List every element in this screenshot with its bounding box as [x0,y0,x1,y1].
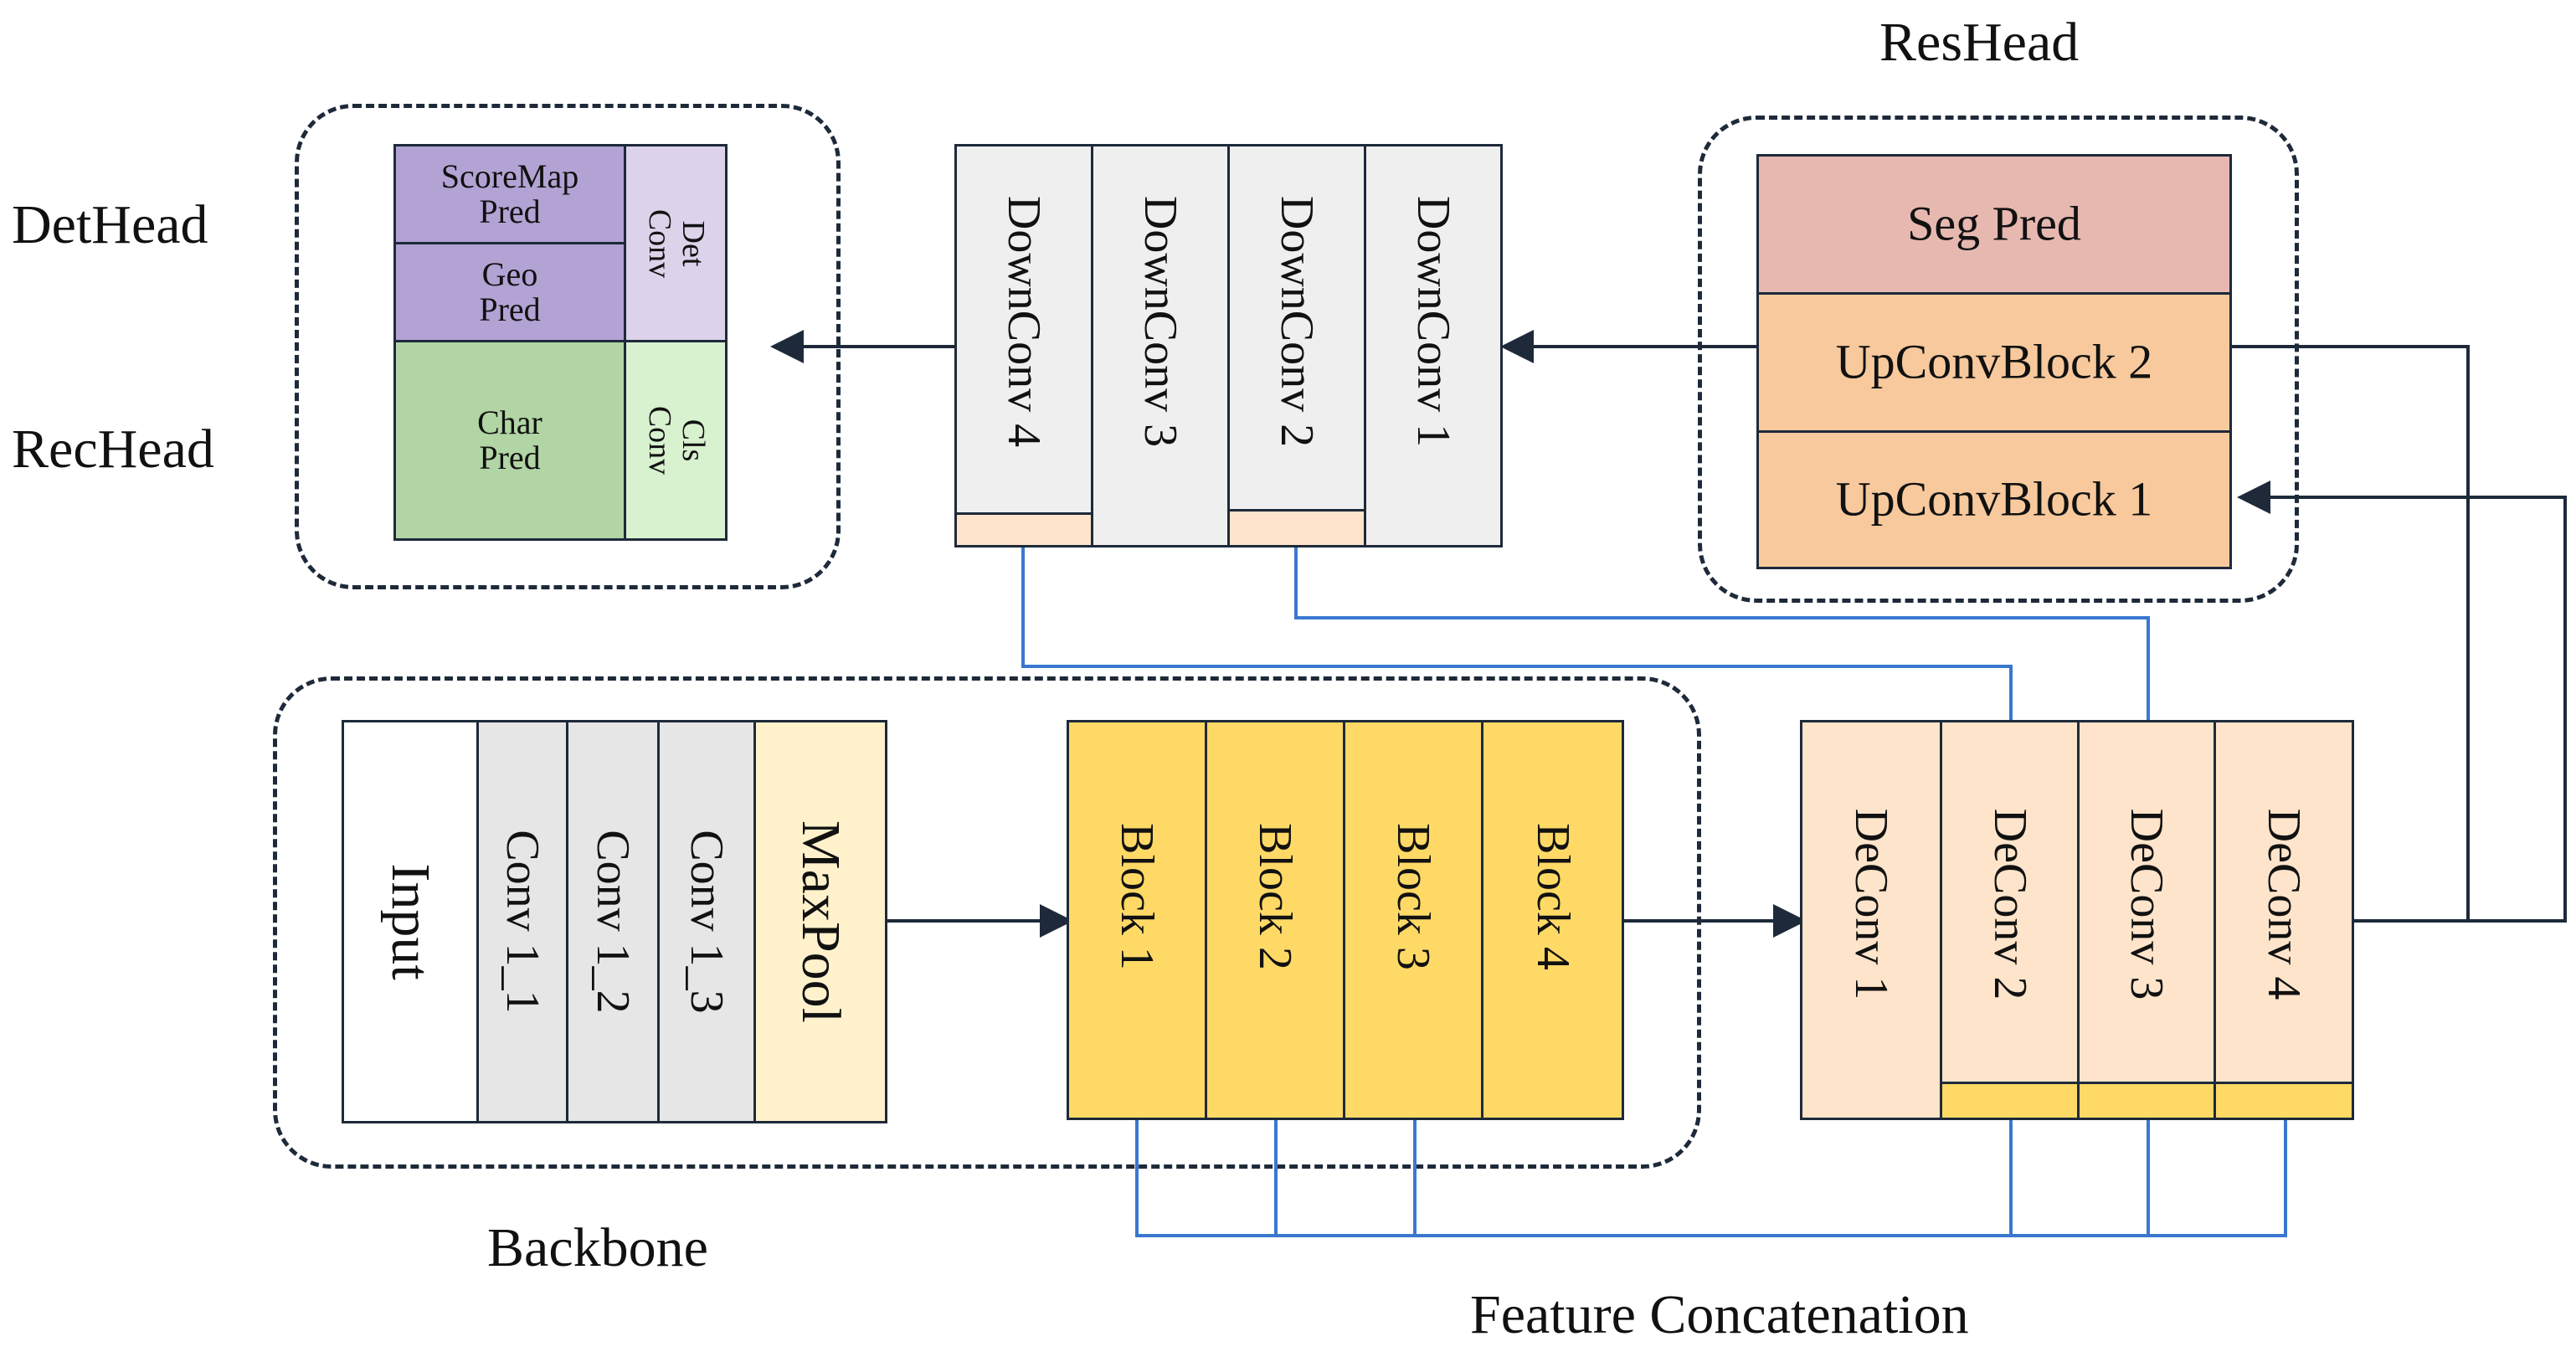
geo-pred-text: Geo Pred [479,255,541,328]
det-conv-text: Det Conv [642,208,711,278]
res-head-group [1698,116,2299,603]
block-4-box: Block 4 [1481,720,1624,1120]
scoremap-pred-box: ScoreMap Pred [393,144,626,244]
deconv-4-text: DeConv 4 [2258,808,2310,1000]
deconv-4-box: DeConv 4 [2214,720,2354,1120]
cls-conv-text: Cls Conv [642,405,711,476]
conv-1-3-text: Conv 1_3 [681,830,733,1014]
res-head-label: ResHead [1879,12,2080,73]
deconv-2-box: DeConv 2 [1940,720,2080,1120]
downconv-3-box: DownConv 3 [1091,144,1230,547]
input-box: Input [342,720,479,1123]
downconv-4-box: DownConv 4 [954,144,1093,547]
downconv-2-text: DownConv 2 [1271,196,1323,448]
upconvblock-1-text: UpConvBlock 1 [1835,471,2153,527]
deconv-3-text: DeConv 3 [2121,808,2172,1000]
deconv-3-box: DeConv 3 [2077,720,2216,1120]
wire-downconv2-deconv3 [1294,544,2150,723]
seg-pred-text: Seg Pred [1907,196,2081,251]
conv-1-3-box: Conv 1_3 [657,720,756,1123]
det-conv-box: Det Conv [624,144,728,342]
deconv-1-text: DeConv 1 [1845,808,1897,1000]
downconv-1-text: DownConv 1 [1407,196,1459,448]
block-2-text: Block 2 [1249,822,1301,970]
downconv-4-text: DownConv 4 [998,196,1050,448]
upconvblock-2-box: UpConvBlock 2 [1756,292,2232,433]
deconv-1-box: DeConv 1 [1800,720,1942,1120]
char-pred-text: Char Pred [477,404,542,476]
deconv-4-strip [2216,1082,2352,1118]
downconv-4-strip [957,512,1091,545]
conv-1-1-text: Conv 1_1 [496,830,548,1014]
scoremap-pred-text: ScoreMap Pred [440,157,579,230]
deconv-2-strip [1942,1082,2077,1118]
wire-upconv2-loop [2232,345,2470,921]
upconvblock-2-text: UpConvBlock 2 [1835,334,2153,389]
cls-conv-box: Cls Conv [624,340,728,541]
block-3-text: Block 3 [1387,822,1439,970]
wire-deconv-to-upconv1 [2237,481,2567,923]
maxpool-text: MaxPool [790,820,851,1024]
feature-concat-bus [1135,1118,2287,1237]
deconv-2-text: DeConv 2 [1983,808,2036,1000]
conv-1-1-box: Conv 1_1 [476,720,568,1123]
rec-head-label: RecHead [12,419,214,480]
backbone-label: Backbone [487,1217,708,1278]
deconv-3-strip [2080,1082,2214,1118]
block-1-box: Block 1 [1067,720,1207,1120]
block-3-box: Block 3 [1343,720,1483,1120]
downconv-1-box: DownConv 1 [1364,144,1503,547]
upconvblock-1-box: UpConvBlock 1 [1756,430,2232,569]
det-head-label: DetHead [12,194,208,255]
downconv-2-box: DownConv 2 [1227,144,1366,547]
block-4-text: Block 4 [1526,822,1579,970]
downconv-2-strip [1230,509,1364,545]
block-1-text: Block 1 [1111,822,1163,970]
block-2-box: Block 2 [1205,720,1345,1120]
conv-1-2-text: Conv 1_2 [587,830,639,1014]
input-text: Input [380,863,441,980]
feature-concatenation-label: Feature Concatenation [1470,1284,1969,1345]
seg-pred-box: Seg Pred [1756,154,2232,295]
wire-downconv4-deconv2 [1021,544,2013,723]
geo-pred-box: Geo Pred [393,242,626,342]
conv-1-2-box: Conv 1_2 [566,720,660,1123]
maxpool-box: MaxPool [753,720,887,1123]
downconv-3-text: DownConv 3 [1134,196,1186,448]
char-pred-box: Char Pred [393,340,626,541]
